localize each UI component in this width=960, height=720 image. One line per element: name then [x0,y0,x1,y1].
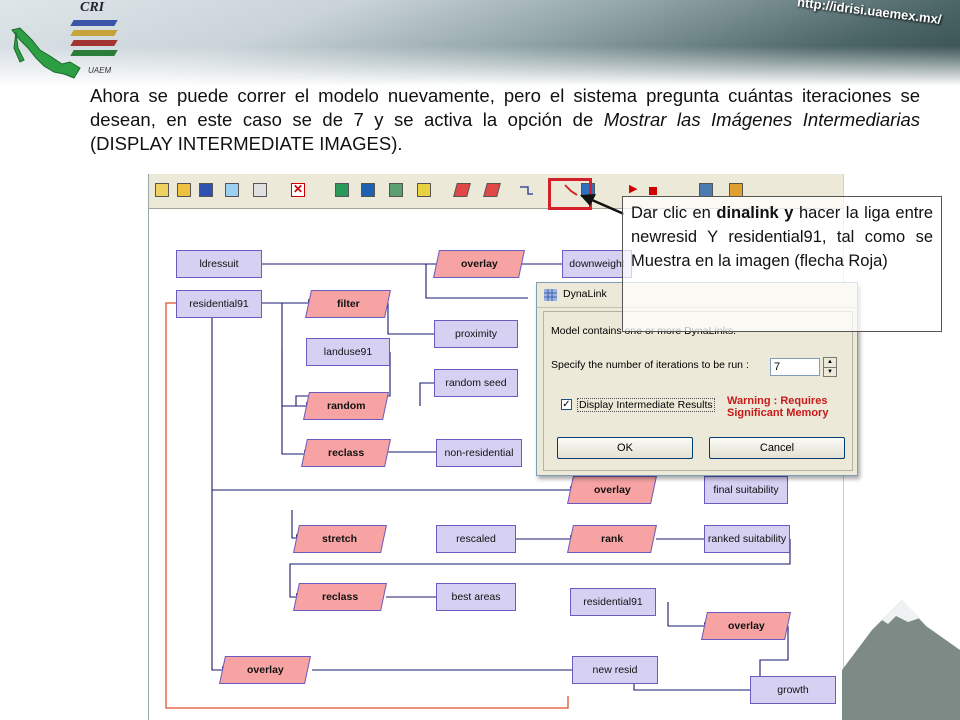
node-label: overlay [246,664,284,676]
attribute-file-icon[interactable] [417,183,431,197]
uaem-logo-text: UAEM [88,66,112,75]
node-label: residential91 [583,596,643,608]
image-node-residential91[interactable]: residential91 [570,588,656,616]
node-label: random seed [445,377,507,389]
node-label: rank [600,533,624,545]
node-label: overlay [593,484,631,496]
image-node-rescaled[interactable]: rescaled [436,525,516,553]
mexico-map-logo [11,27,81,79]
module-node-reclass[interactable]: reclass [301,439,391,467]
save-icon[interactable] [199,183,213,197]
stop-icon[interactable] [649,187,657,195]
node-label: stretch [322,533,358,545]
ok-button[interactable]: OK [557,437,693,459]
node-label: new resid [592,664,638,676]
volcano-decoration [842,600,960,720]
callout-text: hacer la liga entre newresid Y residenti… [631,204,934,270]
node-label: reclass [321,591,359,603]
display-intermediate-checkbox[interactable]: ✓ [561,399,572,410]
node-label: overlay [727,620,765,632]
raster-group-icon[interactable] [361,183,375,197]
banner-fade [0,46,960,86]
intro-tail: (DISPLAY INTERMEDIATE IMAGES). [90,133,403,154]
connect-icon[interactable] [519,183,533,197]
module-node-overlay[interactable]: overlay [219,656,311,684]
node-label: filter [336,298,360,310]
node-label: ranked suitability [707,533,787,545]
node-label: ldressuit [199,258,239,270]
module-node-overlay[interactable]: overlay [701,612,791,640]
module-node-stretch[interactable]: stretch [293,525,387,553]
image-node-ranked-suitability[interactable]: ranked suitability [704,525,790,553]
satellite-banner [0,0,960,86]
module-node-overlay[interactable]: overlay [433,250,525,278]
vector-layer-icon[interactable] [389,183,403,197]
cri-logo-text: CRI [80,0,105,15]
node-label: random [326,400,366,412]
chevron-up-icon[interactable]: ▲ [824,358,836,368]
callout-text: Dar clic en [631,204,717,222]
node-label: proximity [454,328,497,340]
open-folder-icon[interactable] [155,183,169,197]
module-node-overlay[interactable]: overlay [567,476,657,504]
image-node-non-residential[interactable]: non-residential [436,439,522,467]
node-label: downweight [569,258,625,270]
document-icon[interactable] [225,183,239,197]
dynalink-icon[interactable] [563,183,578,197]
iterations-input[interactable] [770,358,820,376]
image-node-random-seed[interactable]: random seed [434,369,518,397]
node-label: best areas [451,591,501,603]
node-label: landuse91 [323,346,373,358]
image-node-final-suitability[interactable]: final suitability [704,476,788,504]
iterations-stepper[interactable]: ▲ ▼ [823,357,837,377]
instruction-callout: Dar clic en dinalink y hacer la liga ent… [622,196,942,332]
open-folder-icon[interactable] [177,183,191,197]
node-label: growth [777,684,809,696]
node-label: non-residential [444,447,514,459]
dialog-title: DynaLink [563,288,607,300]
image-node-downweight[interactable]: downweight [562,250,632,278]
grid-icon [544,289,557,301]
module-node-random[interactable]: random [303,392,389,420]
display-intermediate-label[interactable]: Display Intermediate Results [577,398,715,412]
warning-line: Significant Memory [727,407,829,419]
warning-line: Warning : Requires [727,395,828,407]
image-node-proximity[interactable]: proximity [434,320,518,348]
intro-italic: Mostrar las Imágenes Intermediarias [603,109,920,130]
iterations-prompt: Specify the number of iterations to be r… [551,359,749,371]
image-node-growth[interactable]: growth [750,676,836,704]
memory-warning: Warning : Requires Significant Memory [727,395,845,419]
module-node-reclass[interactable]: reclass [293,583,387,611]
node-label: overlay [460,258,498,270]
dynalink-dialog: DynaLink Model contains one or more Dyna… [536,282,858,476]
image-node-ldressuit[interactable]: ldressuit [176,250,262,278]
cancel-button[interactable]: Cancel [709,437,845,459]
image-node-new-resid[interactable]: new resid [572,656,658,684]
node-label: reclass [327,447,365,459]
node-label: final suitability [713,484,779,496]
callout-bold: dinalink y [716,204,794,222]
module-node-rank[interactable]: rank [567,525,657,553]
print-icon[interactable] [253,183,267,197]
delete-icon[interactable]: ✕ [291,182,305,197]
intro-paragraph: Ahora se puede correr el modelo nuevamen… [90,84,920,156]
dynalink-highlight-box [548,178,592,210]
run-icon[interactable]: ▶ [629,183,643,197]
module-node-filter[interactable]: filter [305,290,391,318]
intro-text: Ahora se puede correr el modelo nuevamen… [90,85,920,130]
raster-layer-icon[interactable] [335,183,349,197]
node-label: rescaled [456,533,496,545]
image-node-best-areas[interactable]: best areas [436,583,516,611]
chevron-down-icon[interactable]: ▼ [827,369,833,375]
node-label: residential91 [189,298,249,310]
image-node-residential91[interactable]: residential91 [176,290,262,318]
image-node-landuse91[interactable]: landuse91 [306,338,390,366]
